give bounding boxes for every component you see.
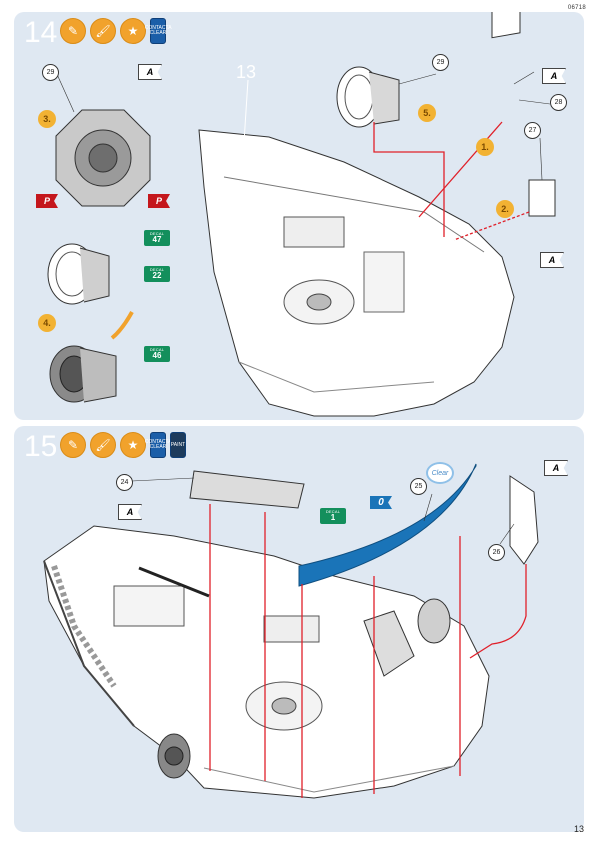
glue-brush-icon: 🖌 [90, 432, 116, 458]
callout-25: 25 [410, 478, 427, 495]
step-14-illustration [47, 12, 556, 417]
callout-27: 27 [524, 122, 541, 139]
tool-icons: ✎ 🖌 ★ CONTACTA CLEAR PAINT [60, 432, 186, 458]
substep-2: 2. [496, 200, 514, 218]
step-number: 15 [24, 430, 58, 463]
callout-28: 28 [550, 94, 567, 111]
glue-brush-icon: 🖌 [90, 18, 116, 44]
part-label-13: 13 [236, 62, 257, 82]
part-zero-flag: 0 [370, 496, 392, 509]
callout-24: 24 [116, 474, 133, 491]
clear-part-icon: Clear [426, 462, 454, 484]
paint-bottle-icon: CONTACTA CLEAR [145, 18, 172, 44]
star-badge-icon: ★ [120, 432, 146, 458]
substep-1: 1. [476, 138, 494, 156]
callout-26: 26 [488, 544, 505, 561]
flag-p-left: P [36, 194, 58, 208]
flag-p-right: P [148, 194, 170, 208]
knife-icon: ✎ [60, 432, 86, 458]
knife-icon: ✎ [60, 18, 86, 44]
substep-5: 5. [418, 104, 436, 122]
step-15-illustration [43, 463, 539, 799]
callout-29-right: 29 [432, 54, 449, 71]
paint-pot-icon: PAINT [170, 432, 186, 458]
substep-4: 4. [38, 314, 56, 332]
step-15-panel: 15 ✎ 🖌 ★ CONTACTA CLEAR PAINT 24 25 26 A… [14, 426, 584, 832]
step-14-panel: 14 ✎ 🖌 ★ CONTACTA CLEAR 13 29 29 28 27 A… [14, 12, 584, 420]
tool-icons: ✎ 🖌 ★ CONTACTA CLEAR [60, 18, 172, 44]
document-number: 06718 [567, 5, 586, 11]
substep-3: 3. [38, 110, 56, 128]
paint-bottle-icon: CONTACTA CLEAR [145, 432, 172, 458]
page-number: 13 [573, 824, 584, 834]
step-number: 14 [24, 16, 58, 49]
flag-a-left: A [138, 64, 162, 80]
callout-29-left: 29 [42, 64, 59, 81]
star-badge-icon: ★ [120, 18, 146, 44]
